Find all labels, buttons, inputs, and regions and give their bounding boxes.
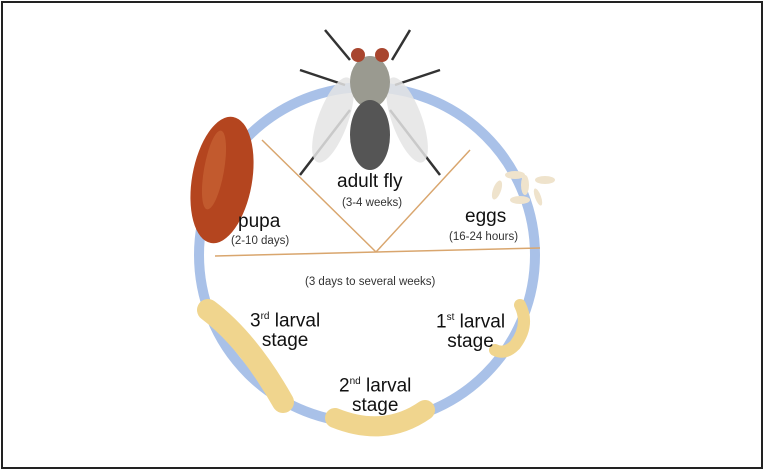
- pupa-duration: (2-10 days): [231, 235, 290, 247]
- larval-duration: (3 days to several weeks): [305, 276, 436, 288]
- pupa-label: pupa: [238, 211, 281, 232]
- third-larval-stage-label: 3rd larval stage: [250, 310, 321, 352]
- first-larval-stage-label: 1st larval stage: [436, 311, 506, 353]
- second-larva-icon: [325, 400, 435, 437]
- first-larva-icon: [489, 299, 530, 358]
- pupa-icon: [190, 116, 254, 244]
- eggs-duration: (16-24 hours): [449, 231, 519, 243]
- adult-fly-label: adult fly: [337, 171, 403, 192]
- eggs-label: eggs: [465, 206, 507, 227]
- adult-fly-icon: [299, 29, 441, 176]
- adult-fly-duration: (3-4 weeks): [342, 197, 403, 209]
- eggs-icon: [491, 171, 555, 206]
- diagram-frame: [1, 1, 763, 469]
- second-larval-stage-label: 2nd larval stage: [339, 375, 412, 417]
- fly-body: [312, 48, 428, 170]
- third-larva-icon: [197, 299, 294, 413]
- divider-lines: [214, 139, 541, 257]
